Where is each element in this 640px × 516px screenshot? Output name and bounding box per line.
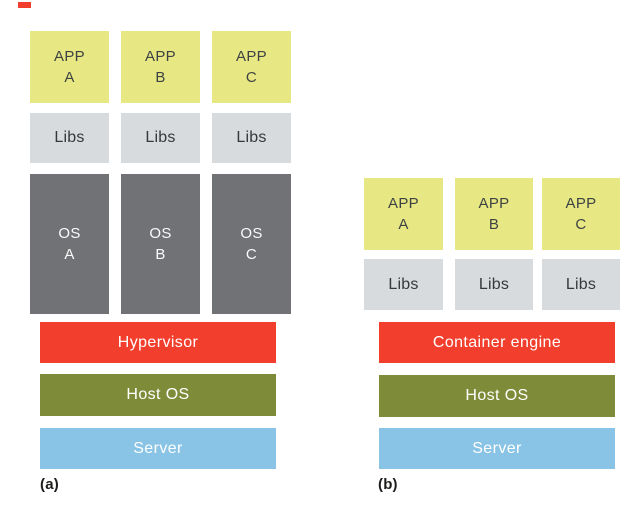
diagram-b-libs-1-box: Libs xyxy=(364,259,443,310)
diagram-a-libs-1-box: Libs xyxy=(30,113,109,163)
os-c-line2: C xyxy=(245,246,258,263)
app-c-line1-b: APP xyxy=(565,195,597,212)
app-b-line1-b: APP xyxy=(478,195,510,212)
stray-red-mark xyxy=(18,2,31,8)
diagram-a-server-bar: Server xyxy=(40,428,276,469)
diagram-b-app-b-box: APP B xyxy=(455,178,533,250)
libs-2-label: Libs xyxy=(145,129,176,146)
diagram-a-os-b-box: OS B xyxy=(121,174,200,314)
diagram-b-server-bar: Server xyxy=(379,428,615,469)
container-engine-label: Container engine xyxy=(432,333,562,351)
os-a-line1: OS xyxy=(58,225,81,242)
caption-b: (b) xyxy=(378,476,398,493)
app-b-line2: B xyxy=(155,69,166,86)
libs-3-label-b: Libs xyxy=(565,275,597,293)
os-a-line2: A xyxy=(64,246,75,263)
os-b-line1: OS xyxy=(149,225,172,242)
diagram-b-libs-2-box: Libs xyxy=(455,259,533,310)
app-b-label: APP B xyxy=(145,46,176,88)
diagram-b-libs-3-box: Libs xyxy=(542,259,620,310)
app-a-label-b: APP A xyxy=(388,193,419,235)
caption-a: (a) xyxy=(40,476,59,493)
server-label-b: Server xyxy=(472,439,522,457)
app-c-line2: C xyxy=(245,69,258,86)
app-b-label-b: APP B xyxy=(479,193,510,235)
app-c-line2-b: C xyxy=(575,216,587,233)
app-c-line1: APP xyxy=(236,48,267,65)
host-os-label-b: Host OS xyxy=(465,387,529,404)
server-label-a: Server xyxy=(133,439,183,457)
diagram-a-os-c-box: OS C xyxy=(212,174,291,314)
hypervisor-bar: Hypervisor xyxy=(40,322,276,363)
app-a-line1: APP xyxy=(54,48,85,65)
app-b-line2-b: B xyxy=(488,216,500,233)
diagram-a-app-a-box: APP A xyxy=(30,31,109,103)
diagram-a-host-os-bar: Host OS xyxy=(40,374,276,416)
app-a-line1-b: APP xyxy=(388,195,419,212)
host-os-label-a: Host OS xyxy=(126,386,190,403)
diagram-a-libs-3-box: Libs xyxy=(212,113,291,163)
os-b-label: OS B xyxy=(149,223,171,265)
libs-1-label-b: Libs xyxy=(388,275,419,293)
diagram-a-app-c-box: APP C xyxy=(212,31,291,103)
diagram-b-app-a-box: APP A xyxy=(364,178,443,250)
diagram-a-app-b-box: APP B xyxy=(121,31,200,103)
os-c-line1: OS xyxy=(240,225,263,242)
os-a-label: OS A xyxy=(58,223,80,265)
diagram-a-libs-2-box: Libs xyxy=(121,113,200,163)
os-c-label: OS C xyxy=(240,223,262,265)
app-a-line2: A xyxy=(64,69,75,86)
diagram-a-os-a-box: OS A xyxy=(30,174,109,314)
container-engine-bar: Container engine xyxy=(379,322,615,363)
hypervisor-label: Hypervisor xyxy=(117,333,199,351)
app-c-label-b: APP C xyxy=(566,193,597,235)
libs-1-label: Libs xyxy=(54,129,85,146)
app-a-label: APP A xyxy=(54,46,85,88)
diagram-b-host-os-bar: Host OS xyxy=(379,375,615,417)
os-b-line2: B xyxy=(155,246,166,263)
libs-2-label-b: Libs xyxy=(478,275,510,293)
app-b-line1: APP xyxy=(145,48,176,65)
libs-3-label: Libs xyxy=(236,129,267,146)
diagram-b-app-c-box: APP C xyxy=(542,178,620,250)
app-a-line2-b: A xyxy=(398,216,409,233)
app-c-label: APP C xyxy=(236,46,267,88)
